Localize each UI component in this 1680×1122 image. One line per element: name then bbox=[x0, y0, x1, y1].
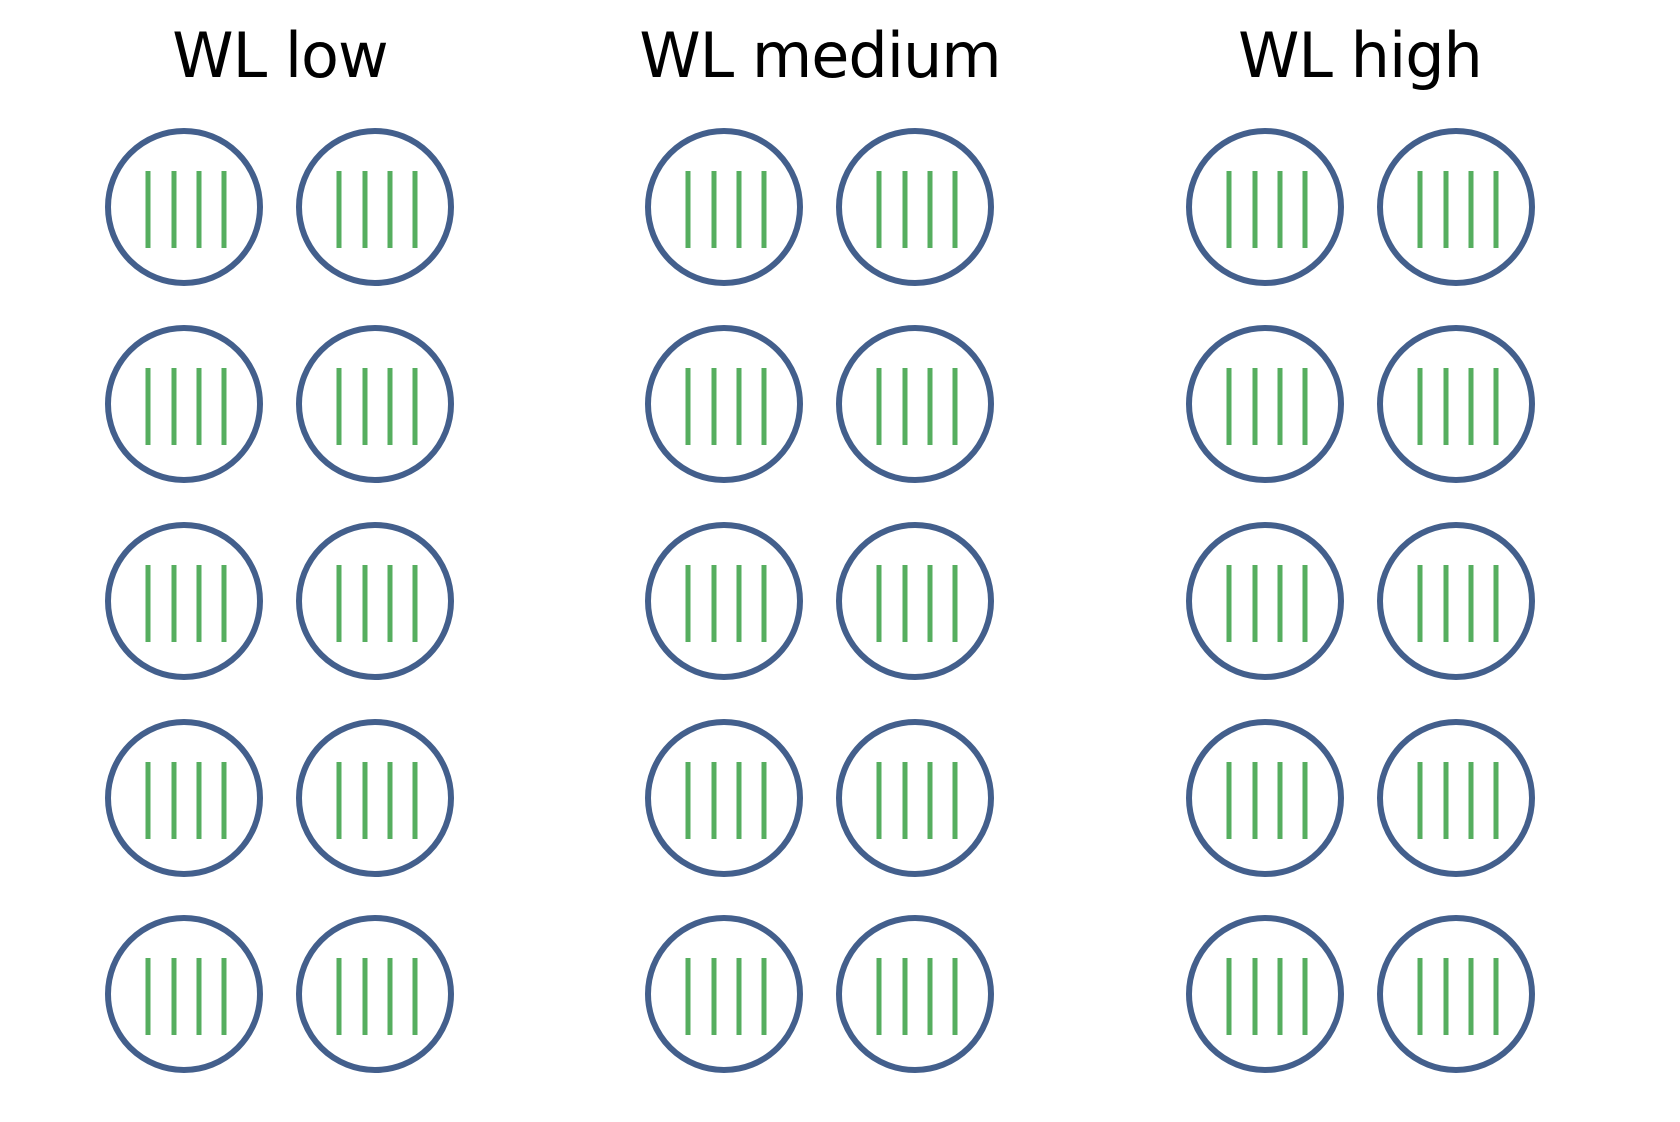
circle-unit bbox=[1377, 522, 1535, 680]
circle-outline bbox=[1377, 719, 1535, 877]
group-title-wl-low: WL low bbox=[172, 19, 388, 92]
circle-unit bbox=[105, 719, 263, 877]
circle-outline bbox=[296, 325, 454, 483]
circle-unit bbox=[1377, 719, 1535, 877]
circle-unit bbox=[105, 128, 263, 286]
circle-unit bbox=[1186, 915, 1344, 1073]
circle-outline bbox=[836, 325, 994, 483]
circle-outline bbox=[1377, 128, 1535, 286]
circle-outline bbox=[836, 522, 994, 680]
group-wl-high bbox=[1186, 128, 1535, 1073]
circle-outline bbox=[105, 522, 263, 680]
circle-unit bbox=[1377, 915, 1535, 1073]
circle-outline bbox=[105, 325, 263, 483]
circle-outline bbox=[1377, 325, 1535, 483]
circle-outline bbox=[836, 128, 994, 286]
circle-outline bbox=[1186, 522, 1344, 680]
group-wl-medium bbox=[645, 128, 994, 1073]
circle-outline bbox=[1186, 915, 1344, 1073]
circle-unit bbox=[296, 719, 454, 877]
circle-outline bbox=[645, 719, 803, 877]
circle-unit bbox=[1186, 128, 1344, 286]
circle-unit bbox=[1186, 522, 1344, 680]
circle-unit bbox=[1377, 325, 1535, 483]
circle-outline bbox=[1186, 719, 1344, 877]
circle-outline bbox=[836, 915, 994, 1073]
group-title-wl-high: WL high bbox=[1238, 19, 1483, 92]
circle-unit bbox=[645, 325, 803, 483]
circle-outline bbox=[1186, 325, 1344, 483]
circle-outline bbox=[1377, 522, 1535, 680]
circle-unit bbox=[645, 719, 803, 877]
group-title-wl-medium: WL medium bbox=[639, 19, 1001, 92]
circle-outline bbox=[1186, 128, 1344, 286]
circle-outline bbox=[645, 128, 803, 286]
circle-outline bbox=[296, 915, 454, 1073]
circle-unit bbox=[836, 325, 994, 483]
circle-outline bbox=[105, 719, 263, 877]
circle-unit bbox=[645, 128, 803, 286]
group-wl-low bbox=[105, 128, 454, 1073]
circle-unit bbox=[296, 522, 454, 680]
circle-outline bbox=[296, 719, 454, 877]
circle-unit bbox=[645, 915, 803, 1073]
circle-unit bbox=[836, 128, 994, 286]
circle-unit bbox=[1186, 325, 1344, 483]
circle-outline bbox=[645, 325, 803, 483]
circle-unit bbox=[836, 522, 994, 680]
circle-unit bbox=[296, 325, 454, 483]
circle-outline bbox=[105, 915, 263, 1073]
circle-unit bbox=[836, 719, 994, 877]
circle-unit bbox=[1377, 128, 1535, 286]
circle-outline bbox=[645, 522, 803, 680]
circle-unit bbox=[296, 915, 454, 1073]
circle-outline bbox=[296, 128, 454, 286]
circle-outline bbox=[836, 719, 994, 877]
circle-unit bbox=[105, 915, 263, 1073]
circle-unit bbox=[105, 325, 263, 483]
circle-unit bbox=[105, 522, 263, 680]
circle-unit bbox=[836, 915, 994, 1073]
circle-outline bbox=[645, 915, 803, 1073]
circle-unit bbox=[645, 522, 803, 680]
circle-outline bbox=[1377, 915, 1535, 1073]
circle-unit bbox=[296, 128, 454, 286]
circle-outline bbox=[105, 128, 263, 286]
circle-unit bbox=[1186, 719, 1344, 877]
circle-outline bbox=[296, 522, 454, 680]
